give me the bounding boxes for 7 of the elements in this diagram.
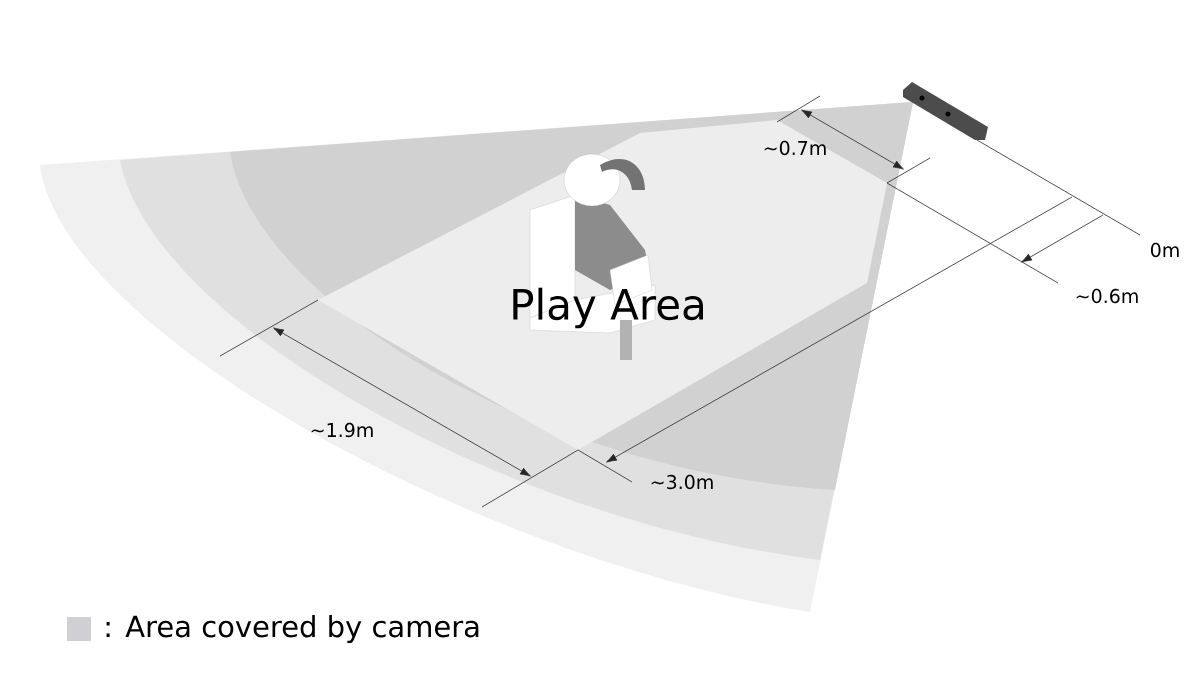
dimension-label: 0m xyxy=(1150,242,1179,258)
dimension-label: ~3.0m xyxy=(651,474,713,490)
dimension-label: ~1.9m xyxy=(311,422,373,438)
legend-text: : Area covered by camera xyxy=(106,614,479,644)
dimension-label: ~0.7m xyxy=(764,140,826,156)
area-title: Play Area xyxy=(513,287,703,329)
dimension-label: ~0.6m xyxy=(1076,288,1138,304)
